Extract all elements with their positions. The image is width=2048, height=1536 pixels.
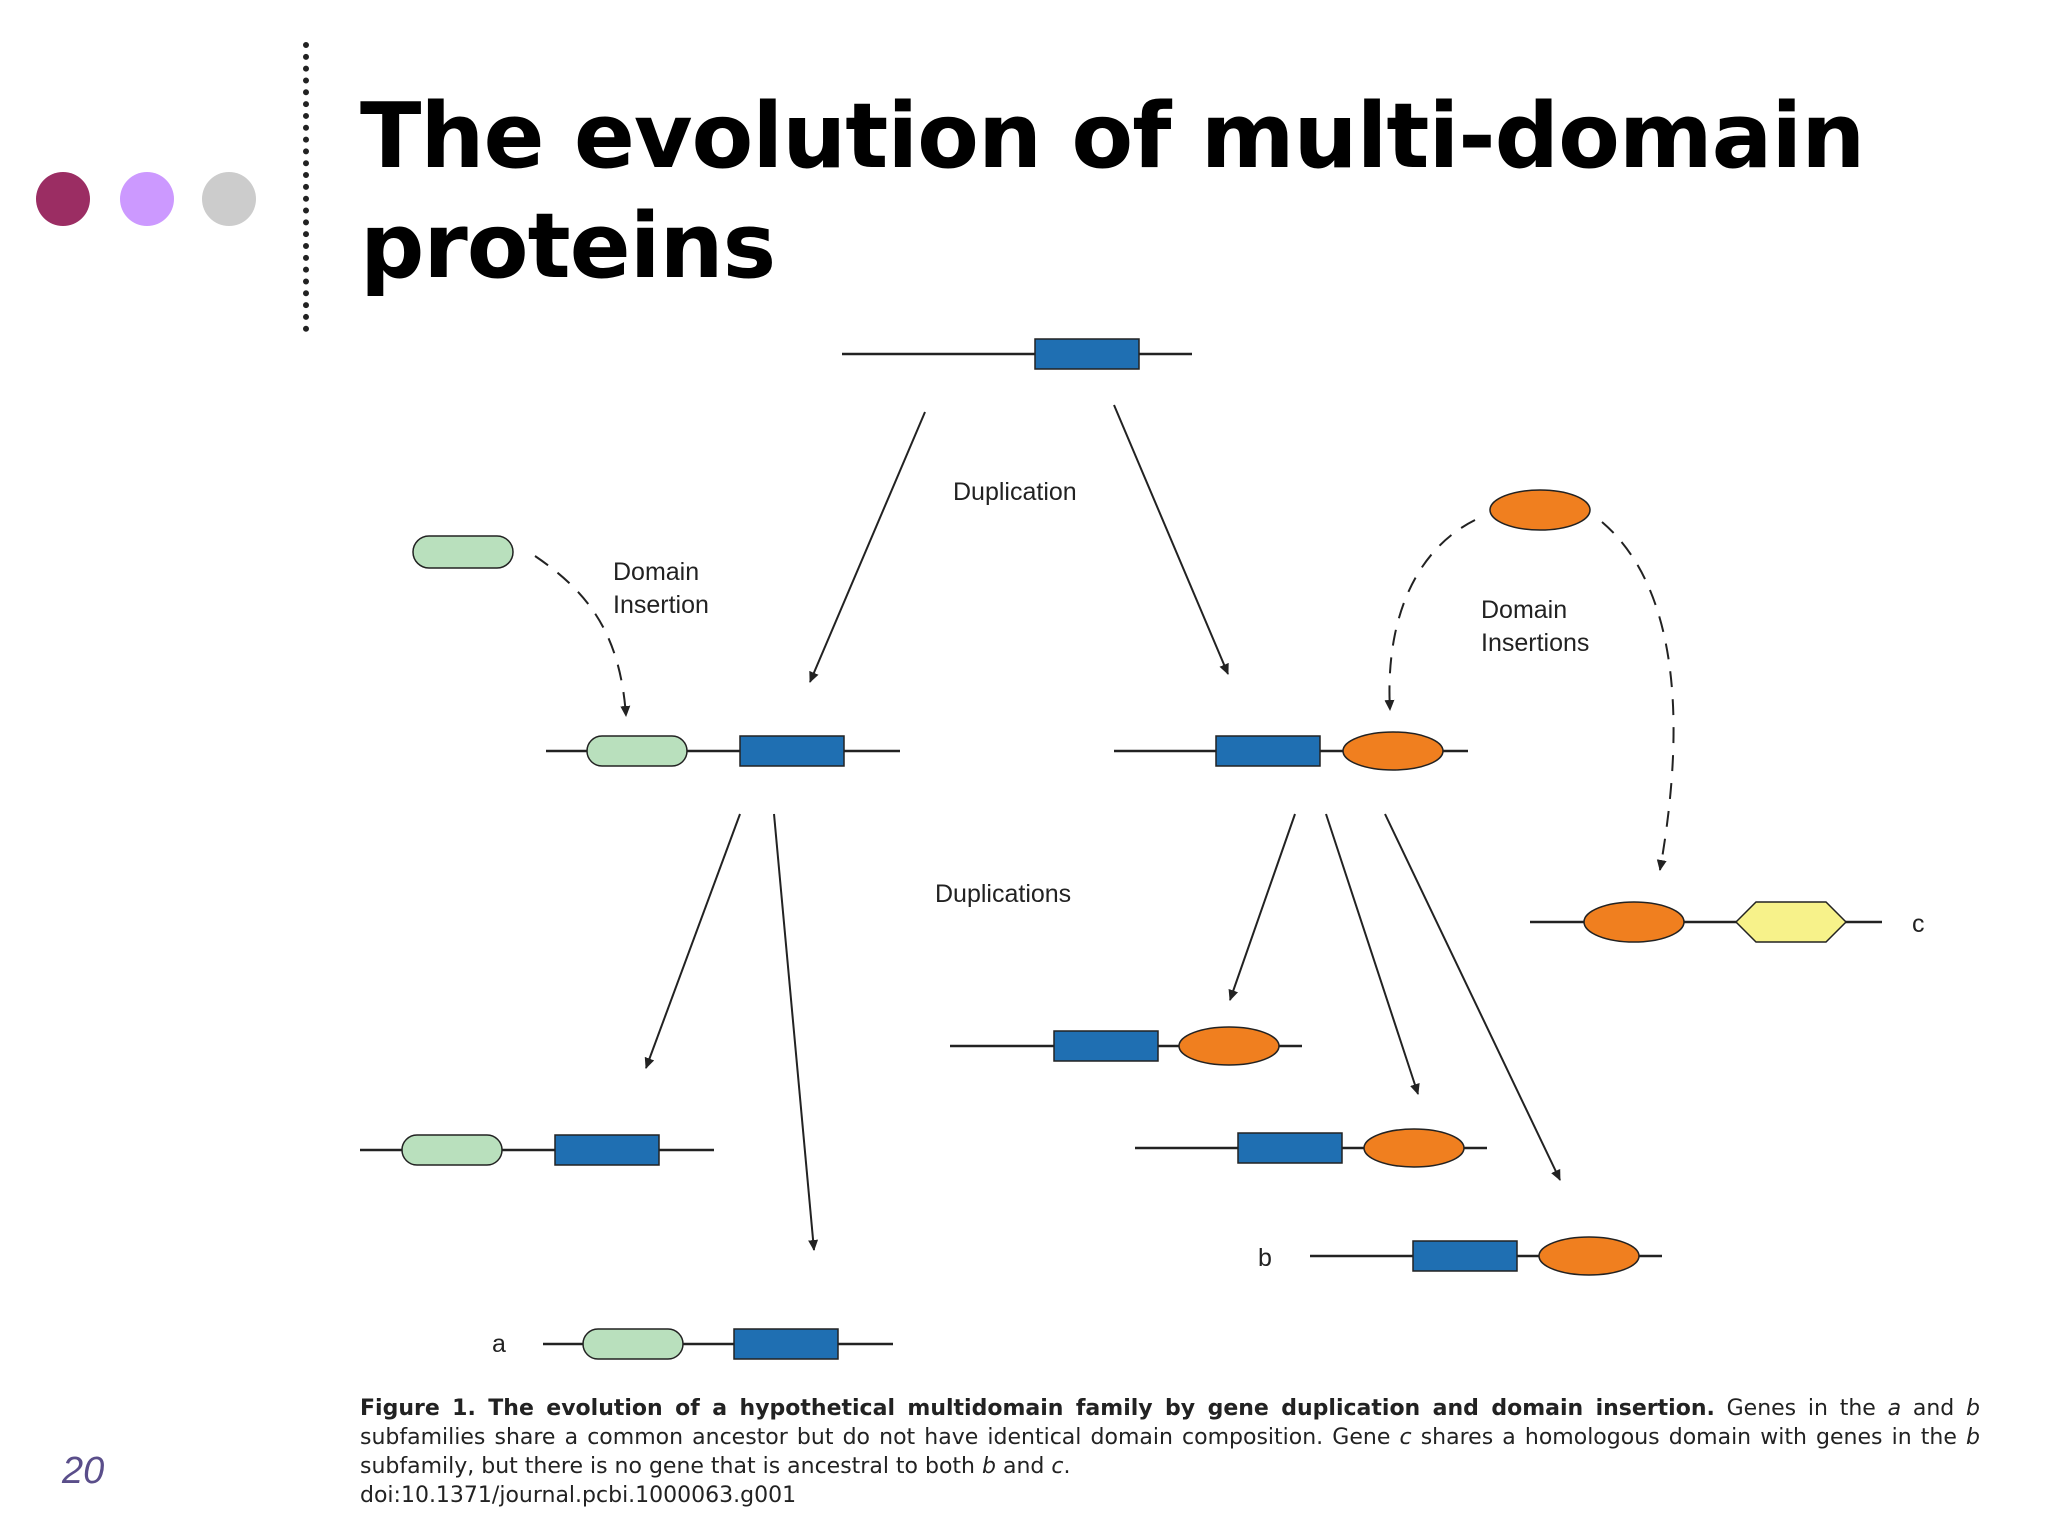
label-domain-insertions-1: Domain: [1481, 596, 1567, 624]
arrow-domain-insertion-right-gene: [1384, 519, 1476, 711]
arrow-left-dup-2: [773, 813, 819, 1251]
caption-italic: b: [982, 1454, 996, 1479]
figure-caption: Figure 1. The evolution of a hypothetica…: [360, 1394, 1980, 1510]
orange-domain: [1538, 1236, 1640, 1276]
arrow-domain-insertion: [534, 555, 631, 717]
bullet-dot-1: [36, 172, 90, 226]
blue-domain: [739, 735, 845, 767]
arrow-right-dup-2: [1325, 813, 1420, 1095]
caption-text: and: [1901, 1396, 1967, 1421]
green-domain: [586, 735, 688, 767]
label-duplications: Duplications: [935, 880, 1071, 908]
orange-domain: [1583, 901, 1685, 943]
gene-b: [1310, 1236, 1662, 1276]
page-number: 20: [62, 1450, 105, 1492]
blue-domain: [1034, 338, 1140, 370]
caption-text: subfamilies share a common ancestor but …: [360, 1425, 1400, 1450]
orange-domain-source: [1489, 489, 1591, 531]
caption-text: .: [1063, 1454, 1071, 1479]
caption-italic: b: [1966, 1396, 1980, 1421]
ancestor-gene: [842, 338, 1192, 370]
arrow-domain-insertion-gene-c: [1601, 521, 1675, 871]
arrow-dup-right: [1113, 404, 1229, 675]
caption-text: Genes in the: [1714, 1396, 1888, 1421]
blue-domain: [733, 1328, 839, 1360]
green-domain: [582, 1328, 684, 1360]
right-intermediate-gene: [1114, 731, 1468, 771]
blue-domain: [1215, 735, 1321, 767]
label-domain-insertions-2: Insertions: [1481, 629, 1589, 657]
orange-domain: [1363, 1128, 1465, 1168]
title-divider: [303, 42, 309, 332]
caption-italic: b: [1966, 1425, 1981, 1450]
caption-italic: a: [1887, 1396, 1902, 1421]
label-gene-c: c: [1912, 910, 1925, 938]
slide-title: The evolution of multi-domain proteins: [360, 84, 1865, 299]
right-descendant-gene-1: [950, 1026, 1302, 1066]
blue-domain: [1053, 1030, 1159, 1062]
arrow-right-dup-3: [1384, 813, 1561, 1181]
caption-text: shares a homologous domain with genes in…: [1411, 1425, 1967, 1450]
green-domain-source: [412, 535, 514, 569]
green-domain: [401, 1134, 503, 1166]
blue-domain: [554, 1134, 660, 1166]
gene-a: [543, 1328, 893, 1360]
orange-domain: [1178, 1026, 1280, 1066]
left-intermediate-gene: [546, 735, 900, 767]
arrow-left-dup-1: [644, 813, 741, 1069]
orange-domain: [1342, 731, 1444, 771]
caption-heading: Figure 1. The evolution of a hypothetica…: [360, 1396, 1715, 1421]
label-gene-a: a: [492, 1330, 506, 1358]
caption-text: subfamily, but there is no gene that is …: [360, 1454, 982, 1479]
right-descendant-gene-2: [1135, 1128, 1487, 1168]
blue-domain: [1412, 1240, 1518, 1272]
label-gene-b: b: [1258, 1244, 1272, 1272]
bullet-dot-3: [202, 172, 256, 226]
arrow-right-dup-1: [1228, 813, 1296, 1001]
bullet-dot-2: [120, 172, 174, 226]
label-duplication: Duplication: [953, 478, 1077, 506]
caption-italic: c: [1051, 1454, 1064, 1479]
blue-domain: [1237, 1132, 1343, 1164]
caption-doi: doi:10.1371/journal.pcbi.1000063.g001: [360, 1483, 797, 1508]
label-domain-insertion-2: Insertion: [613, 591, 709, 619]
caption-italic: c: [1399, 1425, 1412, 1450]
label-domain-insertion-1: Domain: [613, 558, 699, 586]
arrow-dup-left: [809, 411, 926, 683]
left-descendant-gene-1: [360, 1134, 714, 1166]
yellow-domain: [1734, 901, 1848, 943]
caption-text: and: [995, 1454, 1052, 1479]
gene-c: [1530, 901, 1882, 943]
